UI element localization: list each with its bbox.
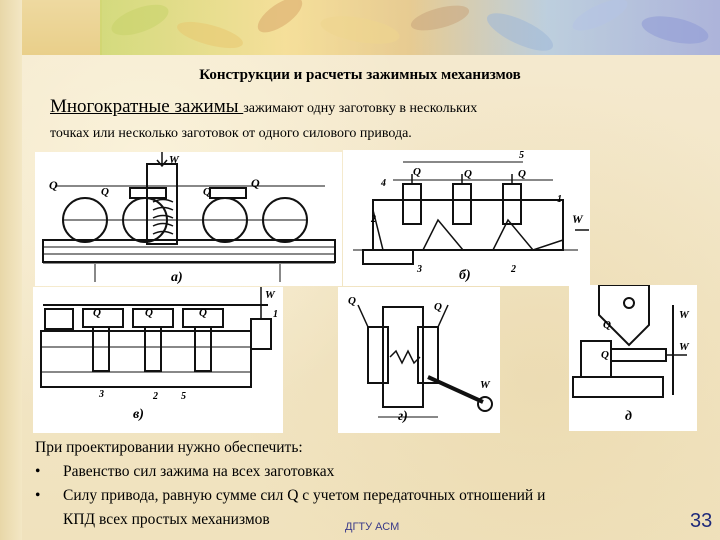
fig-v-caption: в): [133, 407, 144, 422]
fig-b-label-q3: Q: [518, 168, 526, 180]
fig-b-label-2a: 2: [371, 214, 376, 225]
bullet: •: [35, 463, 41, 480]
fig-v-label-1: 1: [273, 309, 278, 320]
requirement-text: Равенство сил зажима на всех заготовках: [63, 463, 335, 480]
fig-b-label-q1: Q: [413, 166, 421, 178]
floral-banner-art: [111, 0, 709, 51]
lead-line-2: точках или несколько заготовок от одного…: [50, 126, 412, 141]
requirement-item-continuation: КПД всех простых механизмов: [35, 508, 695, 532]
fig-g-label-q1: Q: [348, 295, 356, 307]
fig-v-label-3: 3: [99, 389, 104, 400]
fig-a-label-w: W: [169, 154, 179, 166]
requirements-intro: При проектировании нужно обеспечить:: [35, 439, 303, 456]
fig-g-caption: г): [398, 409, 408, 424]
fig-b-label-1: 1: [557, 194, 562, 205]
fig-d-label-w2: W: [679, 341, 689, 353]
banner-left-decor: [22, 0, 102, 55]
left-decor-strip: [0, 0, 22, 540]
fig-b-label-q2: Q: [464, 168, 472, 180]
fig-b-caption: б): [459, 268, 471, 283]
fig-a-caption: а): [171, 270, 183, 285]
footer-org: ДГТУ АСМ: [345, 521, 400, 533]
page-number: 33: [690, 510, 713, 532]
figure-v: W Q Q Q 1 3 2 5 в): [33, 287, 283, 433]
requirements-block: При проектировании нужно обеспечить: • Ра…: [35, 436, 695, 532]
fig-b-label-3: 3: [417, 264, 422, 275]
figure-d: W Q Q W д: [569, 285, 697, 431]
fig-a-label-q3: Q: [203, 186, 211, 198]
floral-banner: [100, 0, 720, 55]
fig-a-label-q4: Q: [251, 176, 260, 190]
fig-a-label-q1: Q: [49, 178, 58, 192]
fig-g-label-q2: Q: [434, 301, 442, 313]
fig-d-label-q2: Q: [601, 349, 609, 361]
fig-v-label-2: 2: [153, 391, 158, 402]
requirement-text: КПД всех простых механизмов: [63, 511, 270, 528]
fig-b-label-2b: 2: [511, 264, 516, 275]
fig-b-label-5: 5: [519, 150, 524, 161]
fig-b-label-4: 4: [381, 178, 386, 189]
lead-rest: зажимают одну заготовку в нескольких: [243, 101, 478, 116]
figure-a: W Q Q Q Q а): [35, 152, 342, 286]
fig-b-label-w: W: [572, 212, 583, 226]
fig-a-label-q2: Q: [101, 186, 109, 198]
lead-term: Многократные зажимы: [50, 96, 244, 117]
figure-g: Q Q W г): [338, 287, 500, 433]
lead-line-1: Многократные зажимы зажимают одну загото…: [50, 96, 477, 118]
requirement-item: • Силу привода, равную сумме сил Q с учет…: [35, 484, 695, 508]
fig-v-label-5: 5: [181, 391, 186, 402]
fig-v-label-q2: Q: [145, 307, 153, 319]
fig-g-label-w: W: [480, 379, 490, 391]
fig-d-label-w1: W: [679, 309, 689, 321]
figure-b: Q Q Q W 5 4 1 2 3 2 б): [343, 150, 590, 286]
requirement-item: • Равенство сил зажима на всех заготовках: [35, 460, 695, 484]
fig-v-label-q3: Q: [199, 307, 207, 319]
bullet: •: [35, 487, 41, 504]
fig-d-caption: д: [625, 409, 632, 424]
slide-title: Конструкции и расчеты зажимных механизмо…: [199, 67, 521, 83]
fig-v-label-q1: Q: [93, 307, 101, 319]
requirement-text: Силу привода, равную сумме сил Q с учето…: [63, 487, 546, 504]
fig-v-label-w: W: [265, 289, 275, 301]
fig-d-label-q1: Q: [603, 319, 611, 331]
